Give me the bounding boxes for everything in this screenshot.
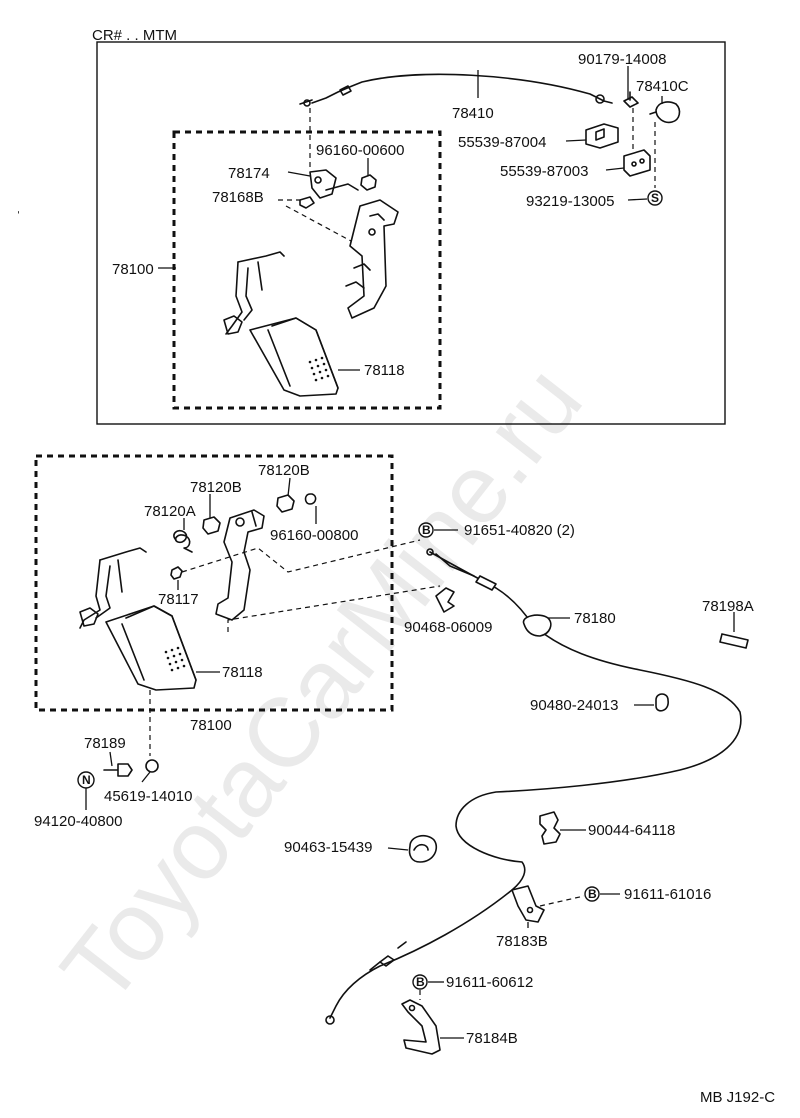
label-78120B: 78120B	[190, 479, 242, 496]
cap-78410C	[649, 101, 681, 124]
grommet-90480-24013	[655, 693, 669, 712]
bracket-78184B	[401, 999, 441, 1055]
label-78410: 78410	[452, 105, 494, 122]
label-96160-00800: 96160-00800	[270, 527, 358, 544]
label-78410C: 78410C	[636, 78, 689, 95]
stray-mark: ˈ	[16, 209, 21, 226]
label-78100-lower: 78100	[190, 717, 232, 734]
label-78118-lower: 78118	[222, 664, 263, 681]
label-78180: 78180	[574, 610, 616, 627]
label-78174: 78174	[228, 165, 270, 182]
leader-78120B-top	[287, 477, 291, 497]
grommet-55539-87004	[585, 123, 619, 149]
b-symbol-91611-60612	[412, 974, 428, 990]
label-78118-upper: 78118	[364, 362, 405, 379]
spring-78120A	[173, 529, 193, 553]
upper-section-frame	[96, 41, 726, 425]
label-78117: 78117	[158, 591, 199, 608]
leader-78189	[109, 751, 113, 767]
label-55539-87004: 55539-87004	[458, 134, 546, 151]
leader-55539-87004	[565, 139, 587, 142]
bushing-78120B-left	[202, 516, 221, 535]
accelerator-cable-78410	[299, 73, 613, 107]
label-90480-24013: 90480-24013	[530, 697, 618, 714]
leader-45619	[141, 771, 151, 783]
pedal-arm-lower	[79, 547, 147, 629]
label-78100-upper: 78100	[112, 261, 154, 278]
leader-78174	[287, 171, 311, 177]
label-91611-61016: 91611-61016	[624, 886, 711, 903]
header-label: CR# . . MTM	[92, 27, 177, 44]
label-93219-13005: 93219-13005	[526, 193, 614, 210]
label-55539-87003: 55539-87003	[500, 163, 588, 180]
s-symbol-letter: S	[651, 191, 659, 205]
label-91611-60612: 91611-60612	[446, 974, 533, 991]
nut-96160-00800	[304, 493, 317, 505]
cushion-45619-14010	[145, 759, 159, 773]
label-90463-15439: 90463-15439	[284, 839, 372, 856]
b-symbol-91611-61016-letter: B	[588, 887, 597, 901]
label-96160-00600: 96160-00600	[316, 142, 404, 159]
dash-78183B	[539, 895, 585, 907]
label-90468-06009: 90468-06009	[404, 619, 492, 636]
label-94120-40800: 94120-40800	[34, 813, 122, 830]
bracket-upper	[345, 199, 399, 319]
b-symbol-91651	[418, 522, 434, 538]
lever-bracket-lower	[215, 509, 265, 621]
pedal-arm-upper	[223, 251, 285, 335]
lever-78174	[309, 169, 359, 199]
label-78168B: 78168B	[212, 189, 264, 206]
leader-55539-87003	[605, 167, 625, 171]
stopper-bolt-78189	[103, 763, 133, 777]
label-45619-14010: 45619-14010	[104, 788, 192, 805]
b-symbol-91611-61016	[584, 886, 600, 902]
label-90044-64118: 90044-64118	[588, 822, 675, 839]
clamp-90463-15439	[408, 834, 438, 863]
label-78183B: 78183B	[496, 933, 548, 950]
accelerator-cable-78180	[325, 548, 742, 1025]
nut-96160-00600	[360, 174, 377, 191]
pedal-pad-78118-lower	[105, 605, 197, 691]
clip-90044-64118	[539, 811, 561, 845]
b-symbol-91651-letter: B	[422, 523, 431, 537]
lower-pedal-assembly-outline	[34, 454, 394, 712]
bracket-78183B	[511, 885, 545, 923]
tread-dots-lower	[164, 646, 186, 672]
clip-90468-06009	[435, 587, 455, 613]
pedal-pad-78118-upper	[249, 317, 339, 397]
s-symbol	[647, 190, 663, 206]
tread-dots-upper	[308, 356, 330, 382]
n-symbol-letter: N	[82, 773, 91, 787]
watermark: ToyotaCarMine.ru	[40, 346, 603, 1023]
label-78189: 78189	[84, 735, 126, 752]
label-91651-40820: 91651-40820 (2)	[464, 522, 575, 539]
leader-93219	[627, 198, 648, 201]
bolt-78117	[170, 566, 183, 580]
leader-90463	[387, 847, 409, 851]
grommet-55539-87003	[623, 149, 651, 177]
bushing-78168B	[299, 196, 315, 209]
label-78184B: 78184B	[466, 1030, 518, 1047]
label-78120A: 78120A	[144, 503, 196, 520]
label-78120B-top: 78120B	[258, 462, 310, 479]
label-90179-14008: 90179-14008	[578, 51, 666, 68]
b-symbol-91611-60612-letter: B	[416, 975, 425, 989]
dash-pivot-to-b	[181, 539, 421, 573]
bushing-78120B-right	[276, 494, 295, 513]
footer-code: MB J192-C	[700, 1089, 775, 1106]
label-78198A: 78198A	[702, 598, 754, 615]
part-78198A	[719, 633, 749, 649]
upper-pedal-assembly-outline	[172, 130, 442, 410]
dash-pivot-lower	[227, 585, 441, 632]
